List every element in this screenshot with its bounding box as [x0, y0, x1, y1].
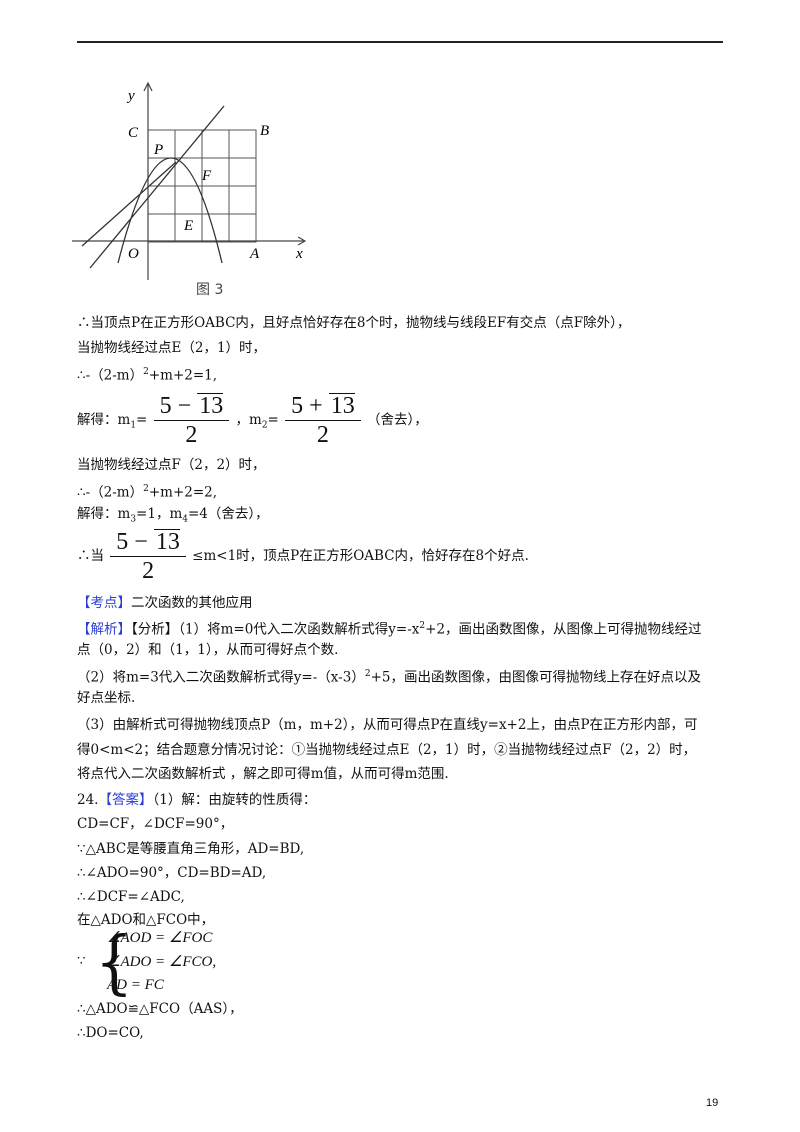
- answer-24-line: 24.【答案】（1）解：由旋转的性质得：: [77, 792, 317, 808]
- label-O: O: [128, 246, 139, 262]
- text-line-19: ∵△ABC是等腰直角三角形，AD=BD,: [77, 841, 305, 857]
- line-y-eq-x-plus-2: [89, 105, 225, 269]
- fraction-range: 5 − 13 2: [110, 528, 186, 585]
- page-number: 19: [706, 1097, 719, 1109]
- label-C: C: [128, 125, 139, 141]
- jiexi-tag: 【解析】: [77, 621, 131, 638]
- label-E: E: [183, 218, 193, 234]
- axes: [72, 81, 307, 280]
- fraction-m1: 5 − 13 2: [153, 392, 230, 449]
- grid: [147, 129, 257, 243]
- text-line-11: 点（0，2）和（1，1），从而可得好点个数.: [77, 642, 339, 658]
- system-eq-2: ∠ADO = ∠FCO,: [107, 954, 217, 970]
- conclusion-range-line: ∴当 5 − 13 2 ≤m<1时，顶点P在正方形OABC内，恰好存在8个好点.: [77, 528, 529, 585]
- text-line-7: 解得：m3=1，m4=4（舍去），: [77, 506, 269, 525]
- text-line-5: 当抛物线经过点F（2，2）时，: [77, 457, 266, 473]
- parabola: [117, 157, 223, 264]
- text-line-16: 将点代入二次函数解析式 ，解之即可得m值，从而可得m范围.: [77, 766, 449, 782]
- text-line-12: （2）将m=3代入二次函数解析式得y=-（x-3）2+5，画出函数图像，由图像可…: [77, 669, 701, 686]
- text-line-15: 得0<m<2；结合题意分情况讨论：①当抛物线经过点E（2，1）时，②当抛物线经过…: [77, 742, 697, 758]
- text-line-13: 好点坐标.: [77, 690, 136, 706]
- answer-tag: 【答案】: [98, 792, 153, 808]
- secondary-line: [81, 161, 177, 247]
- text-line-24: ∴△ADO≌△FCO（AAS），: [77, 1001, 243, 1017]
- text-line-18: CD=CF，∠DCF=90°，: [77, 816, 234, 832]
- label-P: P: [153, 142, 163, 158]
- kaodian-line: 【考点】二次函数的其他应用: [77, 595, 253, 611]
- figure-caption: 图 3: [196, 282, 223, 298]
- text-line-6: ∴-（2-m）2+m+2=2,: [77, 484, 218, 501]
- kaodian-tag: 【考点】: [77, 595, 131, 611]
- text-line-25: ∴DO=CO,: [77, 1025, 144, 1041]
- fraction-m2: 5 + 13 2: [285, 392, 361, 449]
- text-line-20: ∴∠ADO=90°，CD=BD=AD,: [77, 865, 267, 881]
- because-symbol: ∵: [77, 953, 86, 969]
- system-eq-3: AD = FC: [107, 977, 164, 993]
- label-B: B: [260, 123, 269, 139]
- text-line-22: 在△ADO和△FCO中，: [77, 912, 215, 928]
- text-line-3: ∴-（2-m）2+m+2=1,: [77, 367, 218, 384]
- label-A: A: [249, 246, 260, 262]
- text-line-1: ∴当顶点P在正方形OABC内，且好点恰好存在8个时，抛物线与线段EF有交点（点F…: [77, 315, 631, 331]
- header-rule: [77, 41, 723, 43]
- system-eq-1: ∠AOD = ∠FOC: [107, 930, 213, 946]
- figure-3-graph: y C B P F E O A x 图 3: [72, 81, 307, 298]
- text-line-2: 当抛物线经过点E（2，1）时，: [77, 340, 267, 356]
- text-line-21: ∴∠DCF=∠ADC,: [77, 889, 185, 905]
- label-y: y: [126, 88, 135, 104]
- label-x: x: [295, 246, 303, 262]
- solution-line-m1-m2: 解得：m1= 5 − 13 2 ，m2= 5 + 13 2 （舍去），: [77, 392, 428, 449]
- label-F: F: [201, 168, 212, 184]
- system-brace: {: [95, 922, 134, 1003]
- text-line-14: （3）由解析式可得抛物线顶点P（m，m+2），从而可得点P在直线y=x+2上，由…: [77, 717, 698, 733]
- jiexi-line: 【解析】【分析】（1）将m=0代入二次函数解析式得y=-x2+2，画出函数图像，…: [77, 621, 702, 638]
